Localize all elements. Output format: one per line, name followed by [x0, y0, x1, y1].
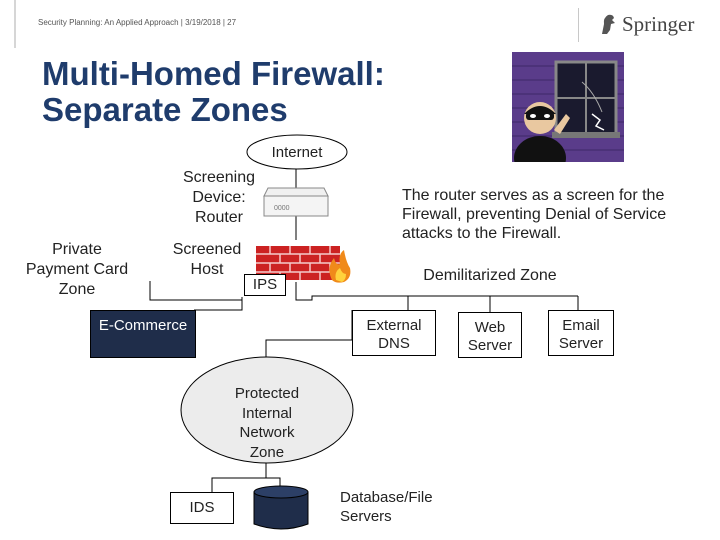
running-header: Security Planning: An Applied Approach |…: [38, 18, 237, 27]
internet-cloud: [246, 134, 348, 170]
private-payment-zone-label: Private Payment Card Zone: [25, 241, 129, 298]
dmz-label: Demilitarized Zone: [423, 267, 557, 284]
springer-logo: Springer: [598, 10, 694, 38]
ips-box: IPS: [244, 274, 286, 296]
database-icon: [253, 485, 309, 530]
ecommerce-server-box: E-Commerce: [90, 310, 196, 358]
title-line-1: Multi-Homed Firewall:: [42, 55, 385, 92]
header-divider: [578, 8, 579, 42]
screened-host-label: Screened Host: [172, 241, 242, 278]
ids-box: IDS: [170, 492, 234, 524]
database-label: Database/File Servers: [340, 489, 433, 525]
router-lights-text: 0000: [274, 205, 290, 212]
brand-name: Springer: [622, 11, 695, 36]
slide-title: Multi-Homed Firewall: Separate Zones: [42, 56, 385, 128]
router-icon: 0000: [263, 187, 329, 217]
screening-device-label: Screening Device: Router: [182, 169, 256, 226]
springer-horse-icon: [602, 14, 615, 35]
flame-icon: [329, 250, 351, 283]
title-line-2: Separate Zones: [42, 91, 288, 128]
hacker-window-illustration: [512, 52, 624, 162]
external-dns-box: External DNS: [352, 310, 436, 356]
web-server-box: Web Server: [458, 312, 522, 358]
protected-zone-ellipse: [180, 356, 354, 464]
internet-label: Internet: [271, 144, 323, 161]
email-server-box: Email Server: [548, 310, 614, 356]
left-accent-bar: [14, 0, 16, 48]
protected-zone-label: Protected Internal Network Zone: [234, 385, 300, 461]
router-note: The router serves as a screen for the Fi…: [402, 187, 667, 242]
